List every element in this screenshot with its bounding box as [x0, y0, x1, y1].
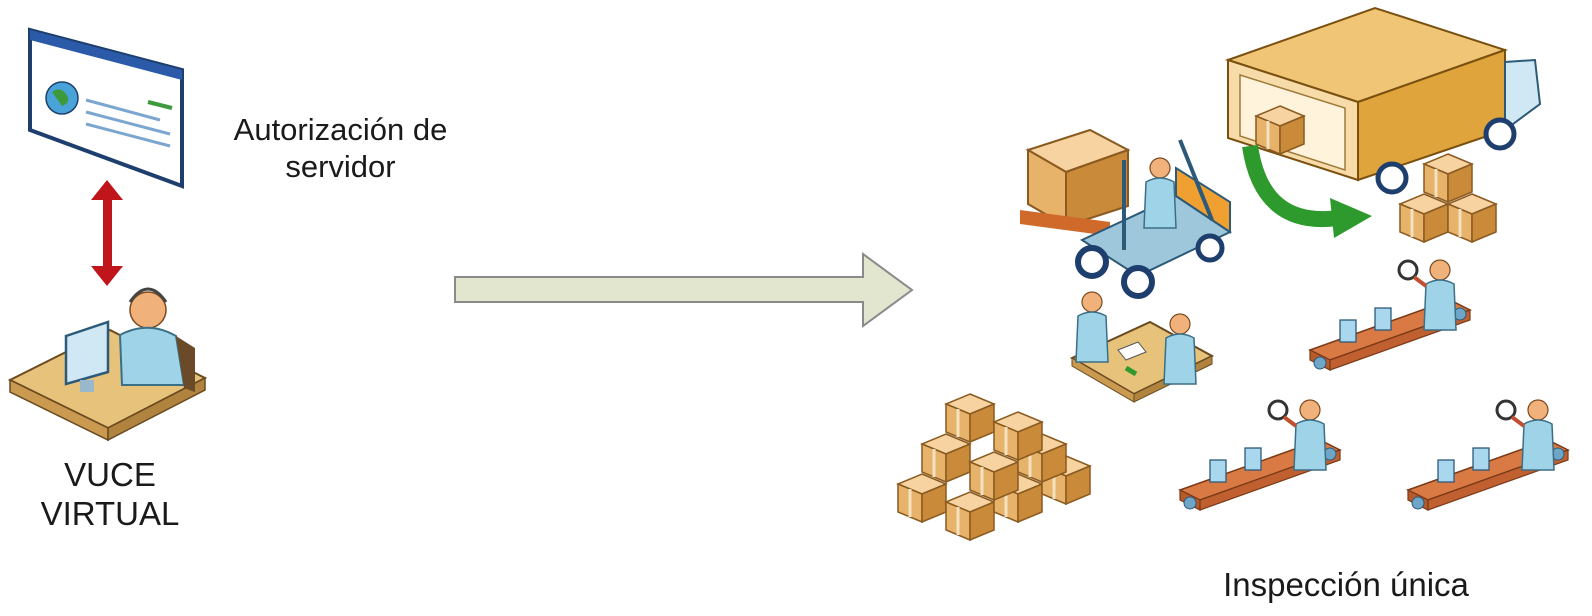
flow-arrow-icon — [454, 252, 914, 328]
single-inspection-label: Inspección única — [1223, 566, 1469, 603]
inspection-conveyor-icon — [1180, 400, 1340, 510]
browser-window-icon — [28, 27, 184, 189]
server-authorization-label: Autorización de servidor — [233, 112, 448, 184]
inspection-conveyor-icon — [1408, 400, 1568, 510]
counter-exchange-icon — [1069, 291, 1215, 403]
green-arrow-icon — [1242, 144, 1340, 227]
vuce-virtual-label: VUCE VIRTUAL — [40, 456, 180, 532]
box-stack-icon — [1398, 152, 1498, 244]
forklift-icon — [1020, 128, 1233, 299]
box-stack-icon — [896, 392, 1092, 542]
inspection-conveyor-icon — [1310, 260, 1470, 370]
bidirectional-arrow-icon — [91, 180, 123, 286]
delivery-truck-icon — [1224, 6, 1542, 195]
operator-at-desk-icon — [7, 287, 208, 442]
